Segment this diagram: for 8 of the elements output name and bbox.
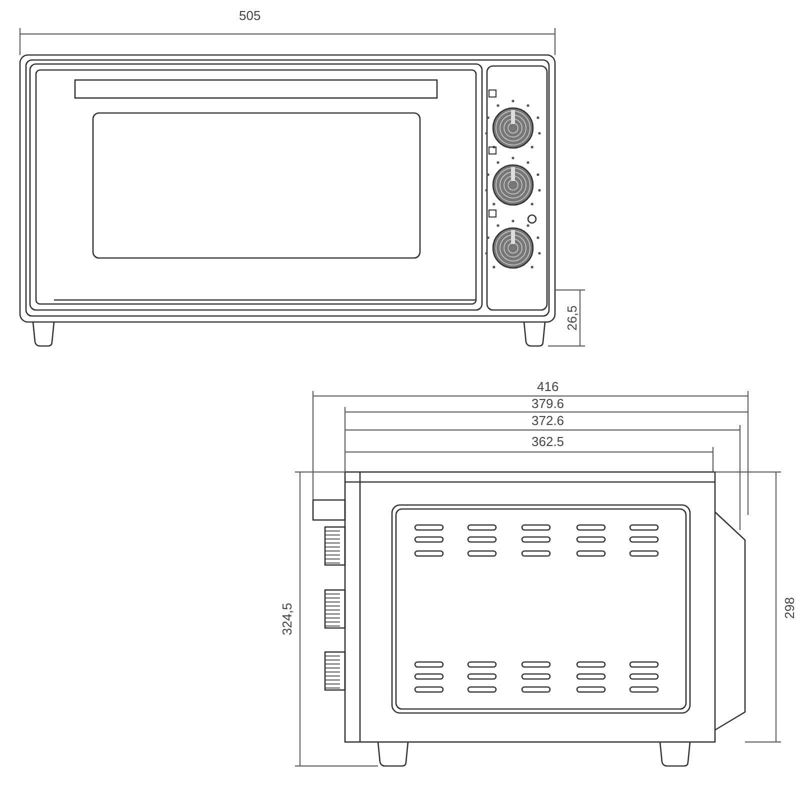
dimension-label: 324,5 [280, 602, 294, 636]
dimension-label: 505 [239, 9, 261, 23]
dimension-label: 362.5 [532, 435, 564, 449]
dimension-label: 26,5 [565, 305, 580, 331]
dimension-label: 379.6 [532, 397, 564, 411]
dimension-label: 298 [782, 597, 797, 619]
dimension-label: 416 [537, 380, 559, 394]
dimension-label: 372.6 [532, 414, 564, 428]
